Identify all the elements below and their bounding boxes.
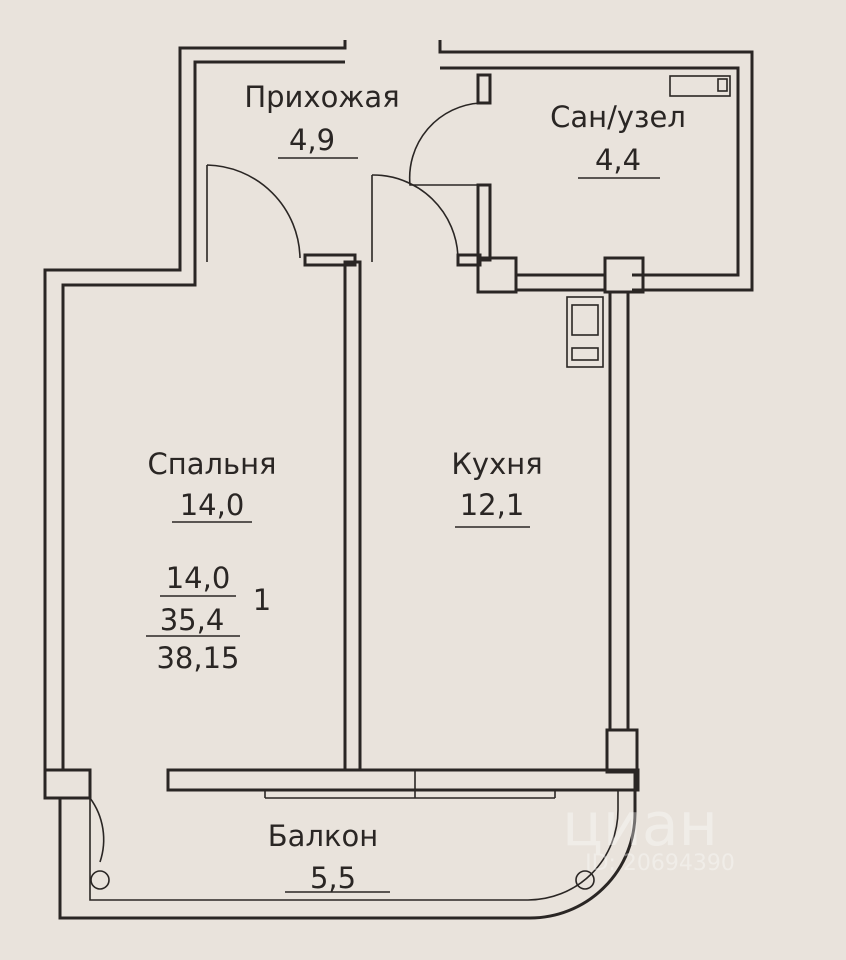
room-bedroom: Спальня 14,0 xyxy=(147,447,277,523)
room-name: Балкон xyxy=(268,819,378,853)
total-with-balcony: 38,15 xyxy=(156,641,239,675)
room-area: 12,1 xyxy=(460,488,525,522)
living-area: 14,0 xyxy=(166,561,231,595)
total-area: 35,4 xyxy=(160,603,225,637)
room-area: 5,5 xyxy=(310,861,356,895)
watermark: циан ID: 20694390 xyxy=(562,790,735,876)
room-name: Кухня xyxy=(451,447,542,481)
room-area: 4,9 xyxy=(289,123,335,157)
room-count: 1 xyxy=(253,583,271,617)
room-name: Прихожая xyxy=(244,80,399,114)
watermark-brand: циан xyxy=(562,790,718,860)
room-name: Сан/узел xyxy=(550,100,686,134)
area-summary: 14,0 35,4 38,15 1 xyxy=(146,561,271,675)
watermark-id: ID: 20694390 xyxy=(585,851,735,876)
walls xyxy=(43,40,754,920)
room-name: Спальня xyxy=(147,447,276,481)
room-bathroom: Сан/узел 4,4 xyxy=(550,100,686,179)
room-area: 14,0 xyxy=(180,488,245,522)
room-hallway: Прихожая 4,9 xyxy=(244,80,400,159)
room-area: 4,4 xyxy=(595,143,641,177)
room-kitchen: Кухня 12,1 xyxy=(451,447,543,528)
room-balcony: Балкон 5,5 xyxy=(268,819,390,895)
